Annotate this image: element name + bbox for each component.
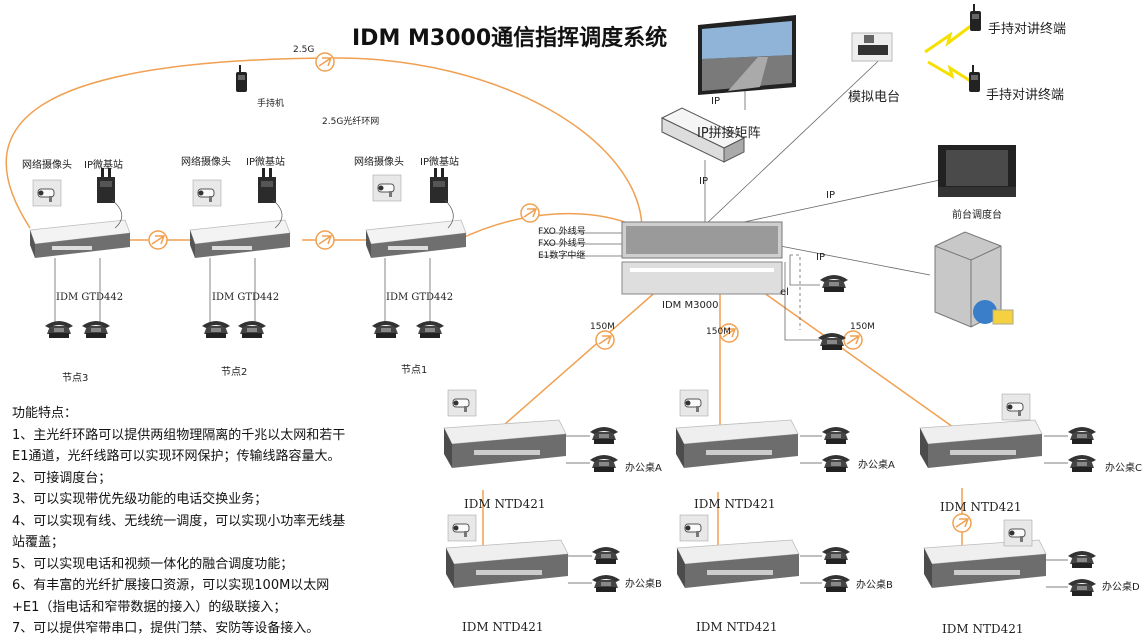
ntd-b2-device-label: IDM NTD421	[696, 620, 778, 634]
node3-label: 节点3	[62, 373, 89, 384]
node1-camera-label: 网络摄像头	[354, 157, 404, 168]
fxo-label-2: FXO 外线号	[538, 239, 586, 249]
console-ip-label: IP	[826, 190, 835, 201]
terminal-label-2: 手持对讲终端	[986, 88, 1065, 103]
node3-camera-label: 网络摄像头	[22, 160, 72, 171]
m3000-label: IDM M3000	[662, 300, 719, 311]
terminal-label-1: 手持对讲终端	[988, 22, 1067, 37]
feature-line: 7、可以提供窄带串口，提供门禁、安防等设备接入。	[12, 621, 320, 636]
matrix-ip-top: IP	[711, 96, 720, 107]
node2-camera-label: 网络摄像头	[181, 157, 231, 168]
radio-station-label: 模拟电台	[848, 90, 901, 105]
ntd-b-desk-label: 办公桌B	[625, 579, 662, 590]
feature-heading: 功能特点：	[12, 406, 78, 421]
feature-list: 功能特点： 1、主光纤环路可以提供两组物理隔离的千兆以太网和若干 E1通道，光纤…	[12, 403, 432, 640]
ntd-d-device-label: IDM NTD421	[942, 622, 1024, 636]
feature-line: 2、可接调度台；	[12, 470, 112, 486]
feature-line: 1、主光纤环路可以提供两组物理隔离的千兆以太网和若干	[12, 427, 346, 443]
node2-ap-label: IP微基站	[246, 157, 285, 168]
console-label: 前台调度台	[952, 210, 1002, 221]
node1-ap-label: IP微基站	[420, 157, 459, 168]
node3-device-label: IDM GTD442	[56, 292, 124, 303]
ntd-c-device-label: IDM NTD421	[940, 500, 1022, 514]
matrix-ip-bottom: IP	[699, 176, 708, 187]
ring-speed-label: 2.5G	[293, 45, 315, 55]
ntd-c-desk-label: 办公桌C	[1105, 463, 1142, 474]
ntd-d-desk-label: 办公桌D	[1102, 582, 1140, 593]
ntd-a2-desk-label: 办公桌A	[858, 460, 895, 471]
node2-device-label: IDM GTD442	[212, 292, 280, 303]
server-ip-label: IP	[816, 252, 825, 263]
feature-line: 4、可以实现有线、无线统一调度，可以实现小功率无线基	[12, 513, 346, 529]
feature-line: 6、有丰富的光纤扩展接口资源，可以实现100M以太网	[12, 578, 330, 593]
feature-line: 5、可以实现电话和视频一体化的融合调度功能；	[12, 556, 294, 572]
ntd-a2-device-label: IDM NTD421	[694, 497, 776, 511]
node1-label: 节点1	[401, 365, 428, 376]
feature-line: 3、可以实现带优先级功能的电话交换业务；	[12, 492, 268, 507]
ntd-b-device-label: IDM NTD421	[462, 620, 544, 634]
node2-label: 节点2	[221, 367, 248, 378]
feature-line: E1通道，光纤线路可以实现环网保护；传输线路容量大。	[12, 449, 341, 464]
ntd-a-desk-label: 办公桌A	[625, 463, 662, 474]
link-150m-2: 150M	[706, 327, 731, 337]
node3-ap-label: IP微基站	[84, 160, 123, 171]
fxo-label-1: FXO 外线号	[538, 227, 586, 237]
matrix-label: IP拼接矩阵	[697, 126, 761, 141]
ntd-a-device-label: IDM NTD421	[464, 497, 546, 511]
page-title: IDM M3000通信指挥调度系统	[352, 26, 668, 51]
feature-line: 站覆盖；	[12, 535, 65, 550]
e1-short-label: el	[780, 287, 789, 298]
e1-trunk-label: E1数字中继	[538, 251, 586, 261]
feature-line: +E1（指电话和窄带数据的接入）的级联接入；	[12, 599, 287, 615]
node1-device-label: IDM GTD442	[386, 292, 454, 303]
handset-label: 手持机	[257, 99, 285, 109]
link-150m-1: 150M	[590, 322, 615, 332]
ntd-b2-desk-label: 办公桌B	[856, 580, 893, 591]
ring-network-label: 2.5G光纤环网	[322, 117, 380, 127]
link-150m-3: 150M	[850, 322, 875, 332]
